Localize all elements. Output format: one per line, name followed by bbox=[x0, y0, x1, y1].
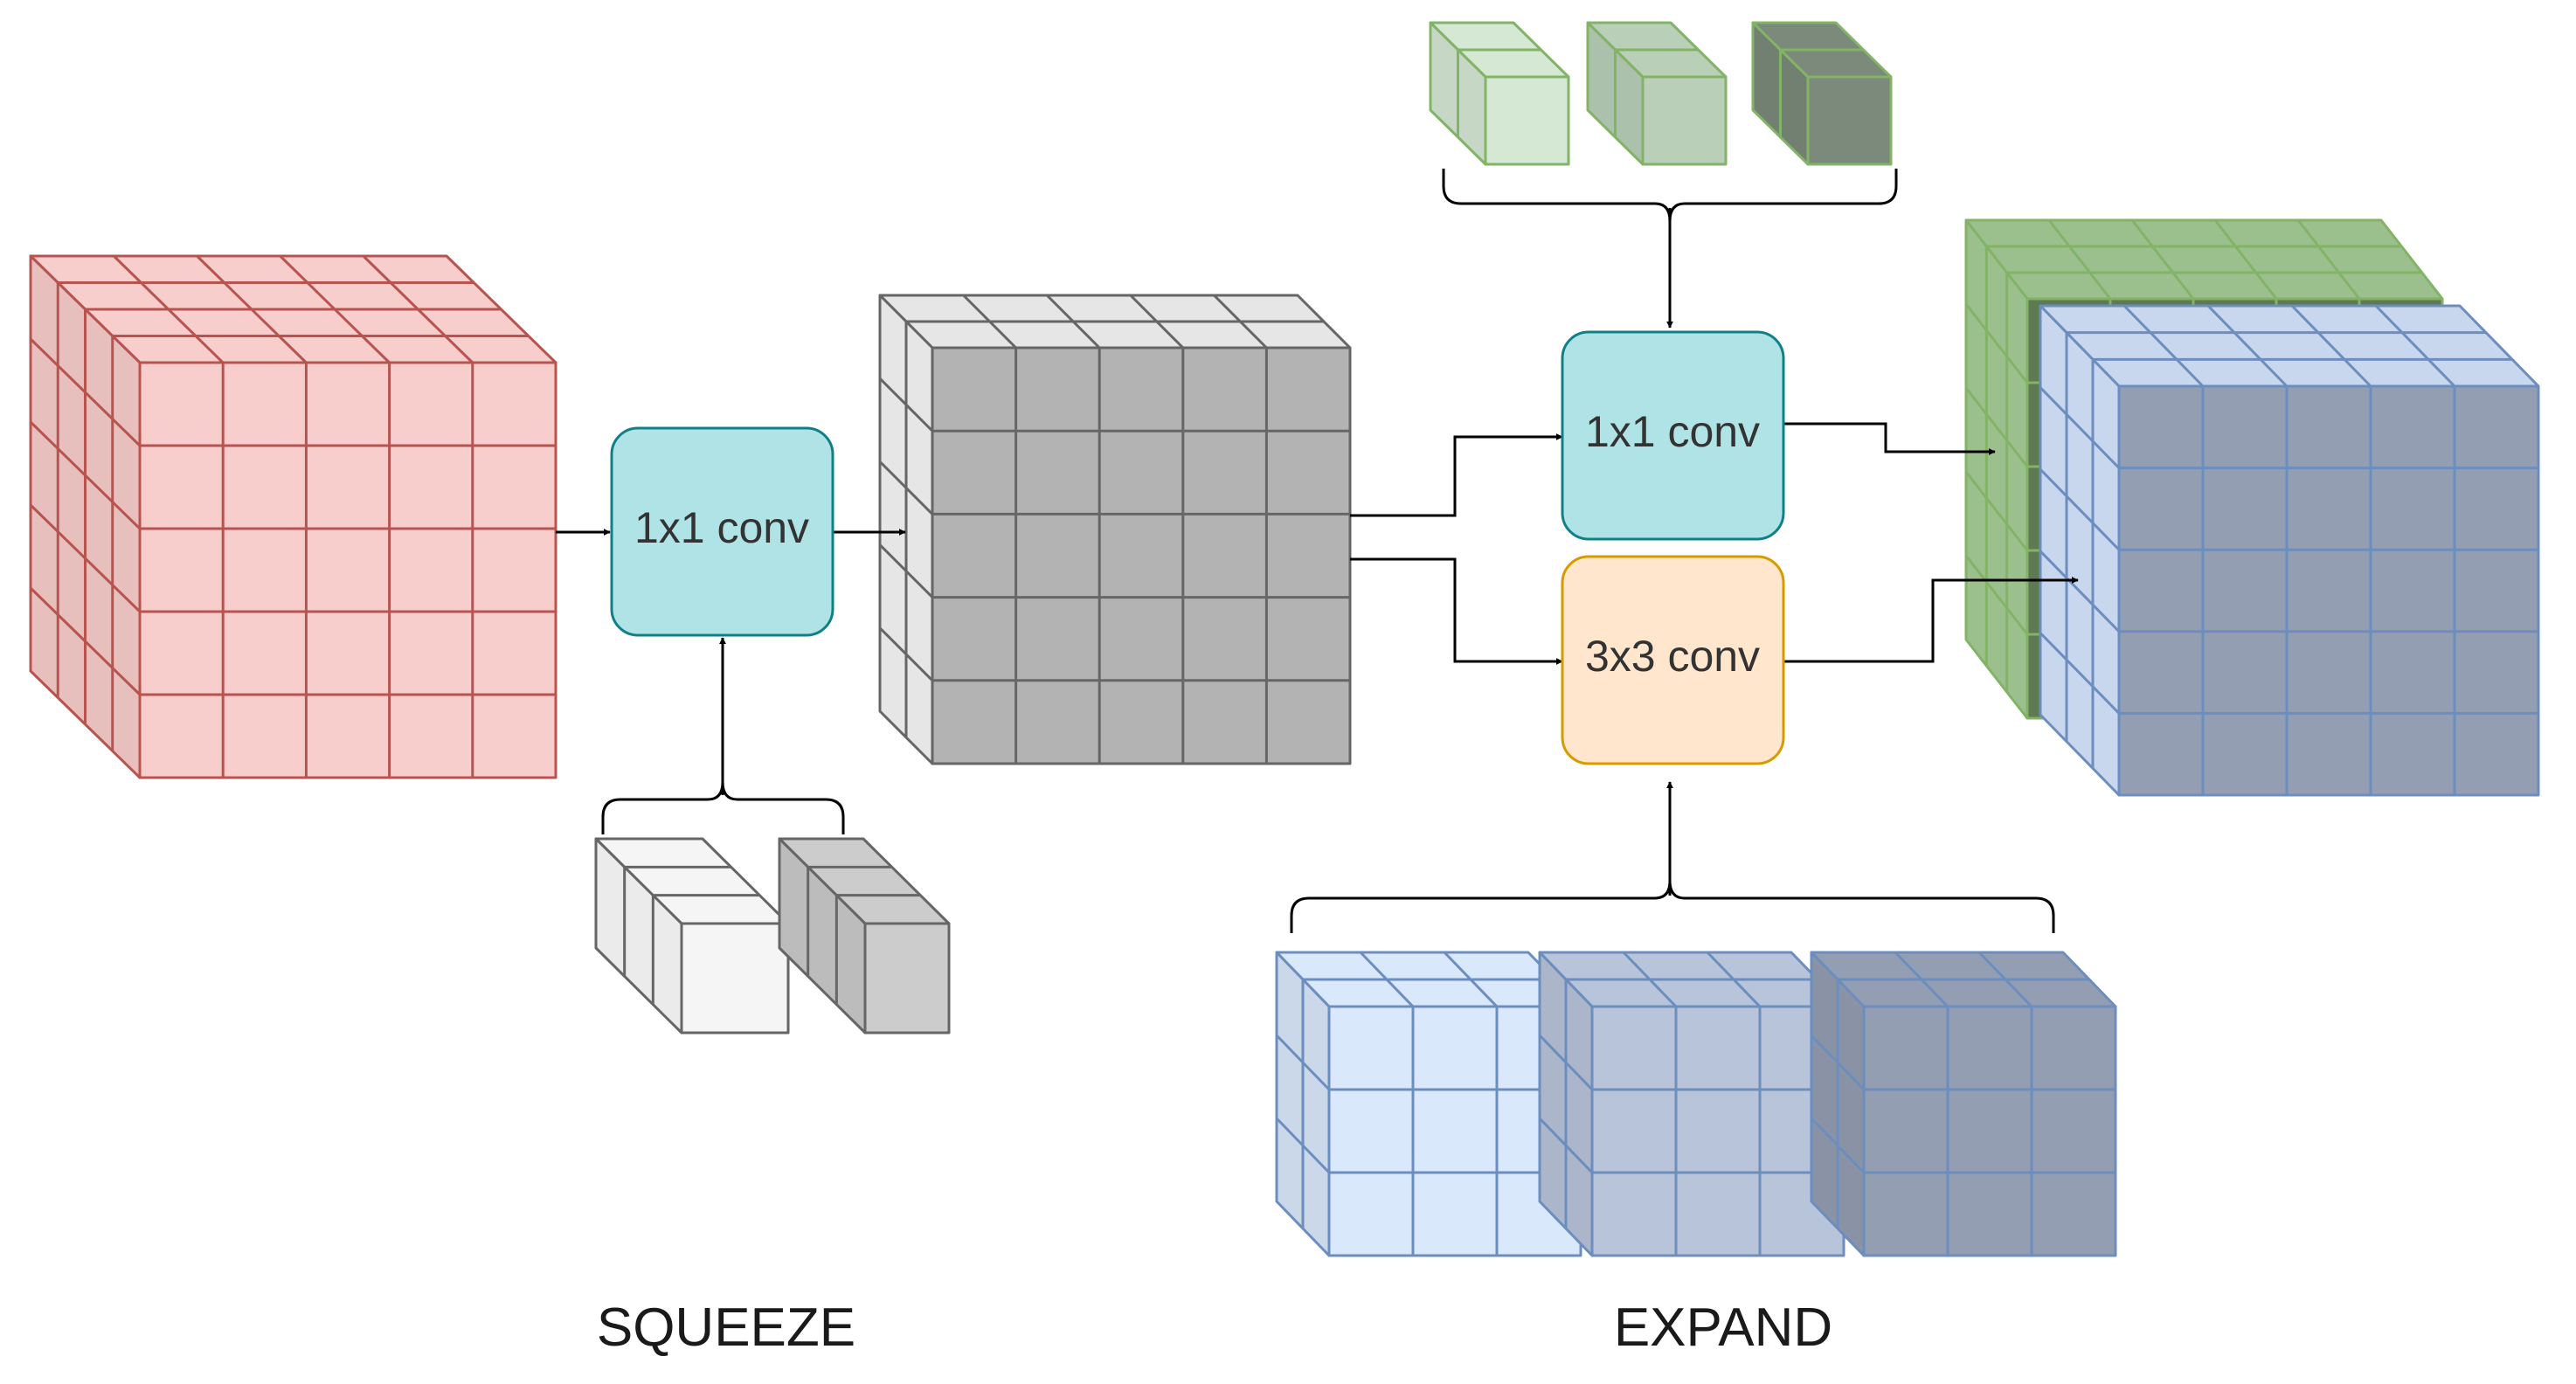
input-volume bbox=[29, 254, 557, 779]
expand-1x1-conv-box bbox=[1561, 330, 1785, 541]
brace-expand-1x1-filters bbox=[1442, 169, 1898, 222]
expand-3x3-conv-box bbox=[1561, 555, 1785, 765]
squeeze-conv-label: 1x1 conv bbox=[634, 503, 809, 552]
brace-expand-3x3-filters bbox=[1290, 880, 2055, 933]
expand-3x3-conv-block: 3x3 conv bbox=[1561, 555, 1785, 765]
expand-1x1-conv-label: 1x1 conv bbox=[1585, 407, 1760, 456]
squeeze-conv-block: 1x1 conv bbox=[610, 426, 834, 637]
arrow-volume-to-expand-1x1 bbox=[1350, 433, 1563, 517]
squeeze-stage-label: SQUEEZE bbox=[597, 1298, 855, 1358]
squeezed-volume bbox=[878, 294, 1352, 765]
squeeze-filters bbox=[594, 837, 951, 1035]
expand-3x3-conv-label: 3x3 conv bbox=[1585, 632, 1760, 681]
expand-stage-label: EXPAND bbox=[1614, 1298, 1832, 1358]
expand-3x3-filters bbox=[1275, 951, 2117, 1257]
output-volume bbox=[1964, 218, 2540, 797]
squeeze-conv-box bbox=[610, 426, 834, 637]
expand-1x1-conv-block: 1x1 conv bbox=[1561, 330, 1785, 541]
expand-1x1-filters bbox=[1429, 21, 1893, 166]
arrow-expand-1x1-to-output bbox=[1783, 422, 1996, 455]
arrow-expand-3x3-to-output bbox=[1783, 577, 2079, 663]
arrow-volume-to-expand-3x3 bbox=[1350, 557, 1563, 665]
brace-squeeze-filters bbox=[601, 781, 845, 834]
